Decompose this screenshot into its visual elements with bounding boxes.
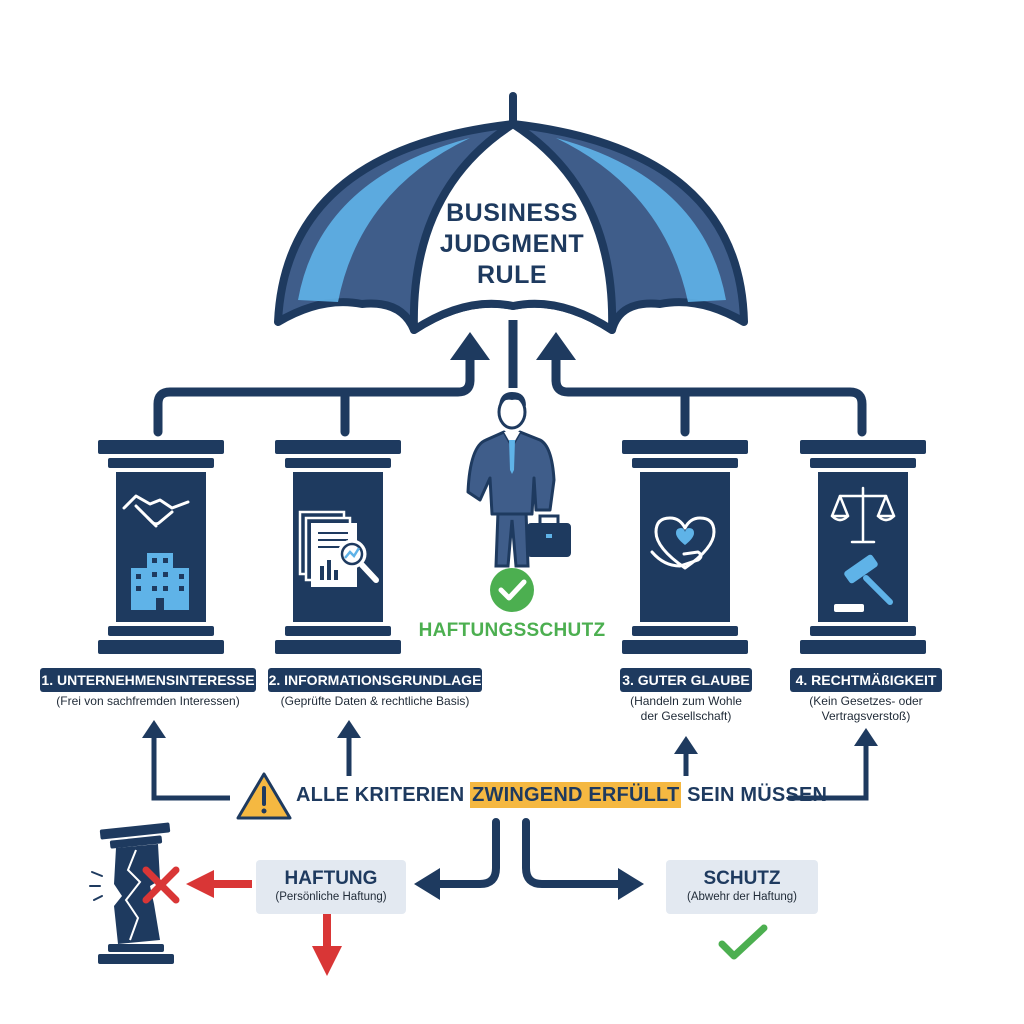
criterion-4-title: 4. RECHTMÄßIGKEIT xyxy=(790,668,942,692)
pillar-1 xyxy=(98,440,224,654)
liability-red-arrows xyxy=(186,870,342,976)
arrowhead-left-up xyxy=(450,332,490,360)
umbrella-icon xyxy=(274,92,748,388)
warning-icon xyxy=(236,772,292,820)
heart-hand-icon xyxy=(650,516,716,570)
building-icon xyxy=(131,553,189,610)
protection-title: SCHUTZ xyxy=(703,868,781,889)
check-circle-icon xyxy=(490,568,534,612)
pillar-3 xyxy=(622,440,748,654)
criterion-4-subtitle-line-1: (Kein Gesetzes- oder xyxy=(809,694,923,708)
arrowhead-crit-3 xyxy=(674,736,698,754)
criterion-3-subtitle-line-2: der Gesellschaft) xyxy=(640,709,732,723)
arrowhead-crit-1 xyxy=(142,720,166,738)
broken-pillar-icon xyxy=(89,822,174,964)
protection-label: HAFTUNGSSCHUTZ xyxy=(418,620,606,641)
arrowhead-to-protection xyxy=(618,868,644,900)
umbrella-title: BUSINESS JUDGMENT RULE xyxy=(400,198,624,291)
requirement-highlight: ZWINGEND ERFÜLLT xyxy=(470,782,682,808)
criterion-2-subtitle: (Geprüfte Daten & rechtliche Basis) xyxy=(280,694,470,708)
pillar-4 xyxy=(800,440,926,654)
umbrella-title-line-2: JUDGMENT xyxy=(439,230,585,258)
criterion-3-subtitle: (Handeln zum Wohle der Gesellschaft) xyxy=(596,694,776,724)
requirement-suffix: SEIN MÜSSEN xyxy=(681,784,828,806)
criterion-1-title: 1. UNTERNEHMENSINTERESSE xyxy=(40,668,256,692)
success-check-icon xyxy=(718,924,768,960)
liability-title: HAFTUNG xyxy=(284,868,378,889)
criterion-3-title: 3. GUTER GLAUBE xyxy=(620,668,752,692)
arrowhead-to-liability xyxy=(414,868,440,900)
handshake-icon xyxy=(122,494,190,528)
businessman-icon xyxy=(466,392,571,568)
criterion-2-title: 2. INFORMATIONSGRUNDLAGE xyxy=(268,668,482,692)
arrowhead-right-up xyxy=(536,332,576,360)
red-x-icon xyxy=(142,866,180,904)
liability-subtitle: (Persönliche Haftung) xyxy=(275,891,387,903)
gavel-icon xyxy=(834,554,893,612)
liability-box: HAFTUNG (Persönliche Haftung) xyxy=(256,860,406,914)
requirement-statement: ALLE KRITERIEN ZWINGEND ERFÜLLT SEIN MÜS… xyxy=(296,782,827,808)
connector-left xyxy=(153,345,475,437)
requirement-prefix: ALLE KRITERIEN xyxy=(296,784,471,806)
connector-right xyxy=(551,345,867,437)
umbrella-title-line-3: RULE xyxy=(476,261,548,289)
criterion-4-subtitle-line-2: Vertragsverstoß) xyxy=(821,709,911,723)
arrowhead-crit-4 xyxy=(854,728,878,746)
scales-icon xyxy=(830,486,896,544)
criterion-3-subtitle-line-1: (Handeln zum Wohle xyxy=(630,694,742,708)
requirement-connectors xyxy=(151,732,869,801)
criterion-4-subtitle: (Kein Gesetzes- oder Vertragsverstoß) xyxy=(776,694,956,724)
protection-box: SCHUTZ (Abwehr der Haftung) xyxy=(666,860,818,914)
document-magnifier-icon xyxy=(298,510,379,587)
requirement-highlight-wrap: ZWINGEND ERFÜLLT xyxy=(470,782,682,808)
protection-subtitle: (Abwehr der Haftung) xyxy=(687,891,797,903)
arrowhead-crit-2 xyxy=(337,720,361,738)
umbrella-title-line-1: BUSINESS xyxy=(446,199,578,227)
split-connectors xyxy=(434,818,624,888)
criterion-1-subtitle: (Frei von sachfremden Interessen) xyxy=(56,694,240,708)
